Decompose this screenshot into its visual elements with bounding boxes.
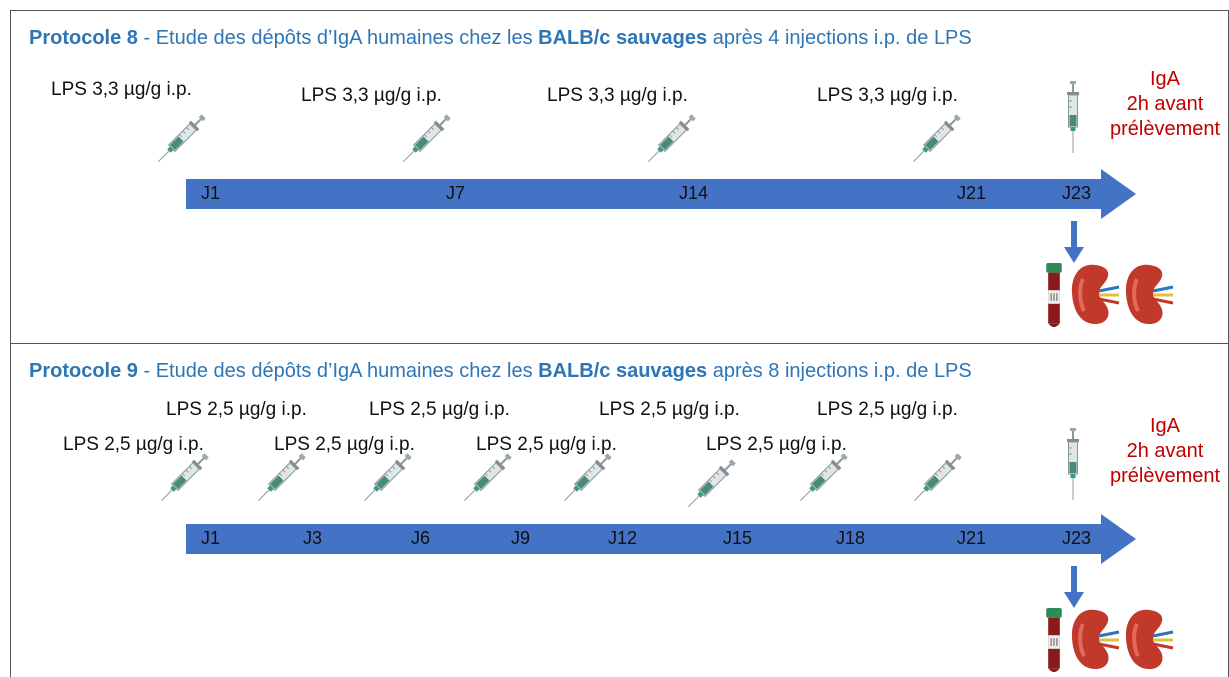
iga-timing: 2h avant: [1126, 440, 1204, 462]
syringe-icon: [1066, 428, 1080, 501]
syringe-icon: [559, 450, 615, 506]
timeline-arrow: [186, 169, 1136, 219]
iga-note: IgA 2h avant prélèvement: [1103, 414, 1227, 489]
kidney-icon: [1069, 607, 1121, 672]
dose-label: LPS 2,5 µg/g i.p.: [599, 399, 740, 420]
syringe-icon: [683, 456, 739, 512]
protocol-8-title: Protocole 8 - Etude des dépôts d’IgA hum…: [29, 27, 972, 49]
timeline-arrow: [186, 514, 1136, 564]
day-label: J23: [1062, 528, 1092, 548]
iga-note: IgA 2h avant prélèvement: [1103, 67, 1227, 142]
day-label: J1: [201, 183, 221, 203]
dose-label: LPS 3,3 µg/g i.p.: [547, 85, 688, 106]
day-label: J21: [957, 183, 987, 203]
kidney-icon: [1069, 262, 1121, 327]
syringe-icon: [908, 111, 964, 167]
down-arrow-icon: [1064, 566, 1084, 608]
syringe-icon: [156, 450, 212, 506]
dose-label: LPS 3,3 µg/g i.p.: [817, 85, 958, 106]
down-arrow-icon: [1064, 221, 1084, 263]
iga-timing: 2h avant: [1126, 93, 1204, 115]
syringe-icon: [1066, 81, 1080, 154]
iga-sampling: prélèvement: [1109, 118, 1221, 140]
iga-label: IgA: [1149, 415, 1181, 437]
dose-label: LPS 2,5 µg/g i.p.: [274, 434, 415, 455]
day-label: J21: [957, 528, 987, 548]
dose-label: LPS 2,5 µg/g i.p.: [63, 434, 204, 455]
day-label: J15: [723, 528, 753, 548]
syringe-icon: [153, 111, 209, 167]
dose-label: LPS 2,5 µg/g i.p.: [476, 434, 617, 455]
day-label: J1: [201, 528, 221, 548]
day-label: J6: [411, 528, 431, 548]
day-label: J3: [303, 528, 323, 548]
syringe-icon: [253, 450, 309, 506]
day-label: J14: [679, 183, 709, 203]
dose-label: LPS 2,5 µg/g i.p.: [166, 399, 307, 420]
day-label: J18: [836, 528, 866, 548]
syringe-icon: [359, 450, 415, 506]
protocol-8-panel: Protocole 8 - Etude des dépôts d’IgA hum…: [10, 10, 1229, 344]
blood-tube-icon: [1045, 263, 1063, 328]
dose-label: LPS 3,3 µg/g i.p.: [51, 79, 192, 100]
syringe-icon: [795, 450, 851, 506]
dose-label: LPS 2,5 µg/g i.p.: [817, 399, 958, 420]
iga-label: IgA: [1149, 68, 1181, 90]
protocol-9-panel: Protocole 9 - Etude des dépôts d’IgA hum…: [10, 343, 1229, 677]
kidney-icon: [1123, 262, 1175, 327]
day-label: J12: [608, 528, 638, 548]
kidney-icon: [1123, 607, 1175, 672]
dose-label: LPS 2,5 µg/g i.p.: [706, 434, 847, 455]
syringe-icon: [643, 111, 699, 167]
syringe-icon: [398, 111, 454, 167]
blood-tube-icon: [1045, 608, 1063, 673]
dose-label: LPS 2,5 µg/g i.p.: [369, 399, 510, 420]
day-label: J7: [446, 183, 466, 203]
day-label: J9: [511, 528, 531, 548]
protocol-9-title: Protocole 9 - Etude des dépôts d’IgA hum…: [29, 360, 972, 382]
iga-sampling: prélèvement: [1109, 465, 1221, 487]
day-label: J23: [1062, 183, 1092, 203]
dose-label: LPS 3,3 µg/g i.p.: [301, 85, 442, 106]
syringe-icon: [909, 450, 965, 506]
syringe-icon: [459, 450, 515, 506]
